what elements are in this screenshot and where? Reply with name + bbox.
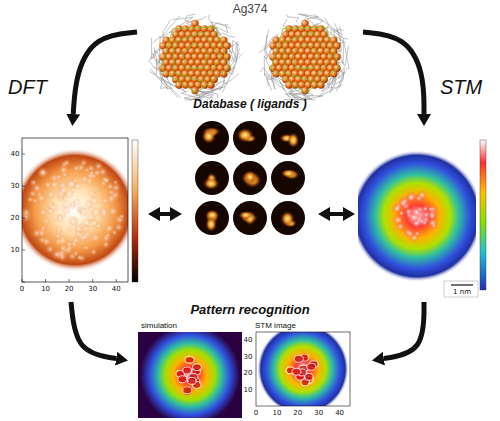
flow-arrow bbox=[160, 212, 170, 216]
axis-ticks bbox=[22, 154, 116, 282]
stm-image-frame bbox=[256, 332, 350, 406]
axis-tick: 40 bbox=[11, 151, 20, 158]
axis-tick: 40 bbox=[244, 337, 253, 344]
cluster-model-panel: Ag374 bbox=[137, 0, 363, 100]
stm-panel: STM bbox=[355, 126, 493, 302]
simulation-panel: simulation bbox=[138, 320, 242, 418]
axis-tick: 0 bbox=[254, 410, 258, 417]
dft-panel: DFT bbox=[8, 126, 148, 302]
axis-tick: 10 bbox=[244, 386, 253, 393]
axis-tick: 30 bbox=[88, 286, 97, 293]
cluster-model bbox=[149, 14, 349, 100]
scale-label: 1 nm bbox=[453, 289, 471, 296]
node-text: STM image bbox=[252, 320, 352, 331]
stm-image-small bbox=[257, 332, 349, 406]
axis-tick: 20 bbox=[244, 370, 253, 377]
axis-tick: 40 bbox=[335, 410, 344, 417]
axis-tick: 40 bbox=[112, 286, 121, 293]
flow-arrow bbox=[71, 302, 116, 359]
node-text: DFT bbox=[8, 76, 47, 99]
dft-image bbox=[22, 148, 128, 272]
simulation-image bbox=[138, 332, 242, 418]
node-text: Ag374 bbox=[137, 0, 363, 16]
stm-image-panel: STM image bbox=[252, 320, 352, 408]
axis-tick: 10 bbox=[41, 286, 50, 293]
axis-tick: 10 bbox=[11, 247, 20, 254]
axis-tick: 20 bbox=[293, 410, 302, 417]
stm-image bbox=[358, 150, 476, 282]
node-text: Database ( ligands ) bbox=[182, 95, 318, 111]
dft-frame bbox=[22, 138, 128, 282]
node-text: STM bbox=[440, 76, 482, 99]
flow-arrow bbox=[384, 302, 424, 359]
flow-arrow bbox=[73, 32, 137, 114]
pattern-recognition-panel: Pattern recognition simulation STM image bbox=[128, 300, 372, 421]
axis-tick: 20 bbox=[11, 215, 20, 222]
axis-tick: 0 bbox=[20, 286, 24, 293]
scale-box bbox=[444, 281, 478, 297]
database-panel: Database ( ligands ) bbox=[182, 95, 318, 250]
flow-arrow bbox=[363, 32, 424, 114]
axis-tick: 10 bbox=[272, 410, 281, 417]
node-text: simulation bbox=[138, 320, 242, 331]
cluster-background bbox=[137, 0, 363, 100]
axis-tick: 20 bbox=[65, 286, 74, 293]
scale-bar bbox=[451, 284, 473, 285]
colorbar bbox=[132, 140, 138, 282]
axis-tick: 30 bbox=[11, 183, 20, 190]
axis-tick: 30 bbox=[314, 410, 323, 417]
colorbar bbox=[480, 140, 486, 290]
axis-tick: 30 bbox=[244, 353, 253, 360]
ligand-database bbox=[195, 121, 305, 235]
node-text: Pattern recognition bbox=[128, 300, 372, 317]
flow-arrow bbox=[330, 212, 343, 216]
